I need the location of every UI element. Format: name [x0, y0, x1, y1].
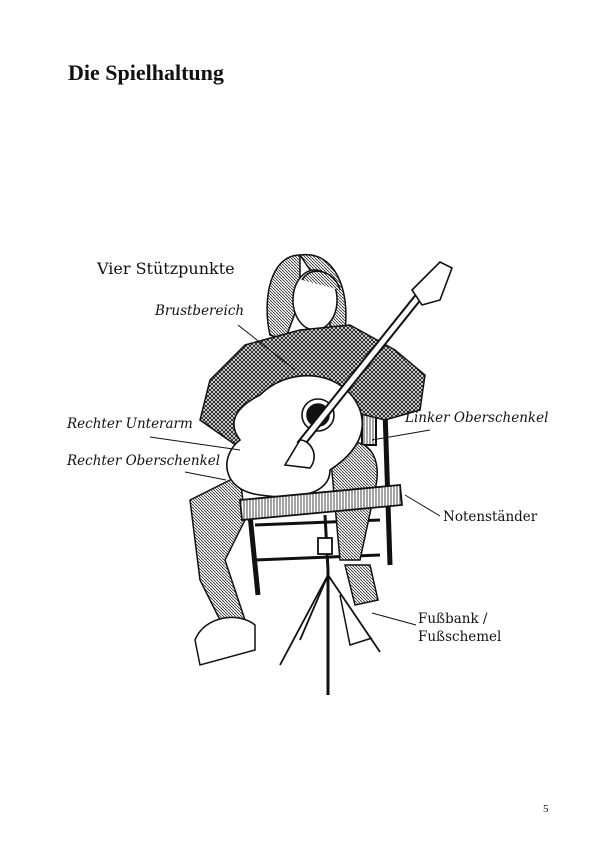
- music-stand: [239, 484, 403, 695]
- leader-lines: [149, 324, 441, 626]
- page-title: Die Spielhaltung: [68, 60, 224, 85]
- label-linker-oberschenkel: Linker Oberschenkel: [405, 410, 549, 426]
- label-rechter-oberschenkel: Rechter Oberschenkel: [67, 453, 221, 469]
- label-rechter-unterarm: Rechter Unterarm: [67, 416, 193, 432]
- page-number: 5: [543, 803, 549, 815]
- label-brustbereich: Brustbereich: [155, 303, 245, 319]
- label-fussschemel: Fußschemel: [418, 629, 502, 645]
- label-notenstaender: Notenständer: [443, 509, 538, 525]
- figure-subtitle: Vier Stützpunkte: [97, 259, 235, 278]
- label-fussbank: Fußbank /: [418, 611, 488, 627]
- guitar: [226, 261, 454, 498]
